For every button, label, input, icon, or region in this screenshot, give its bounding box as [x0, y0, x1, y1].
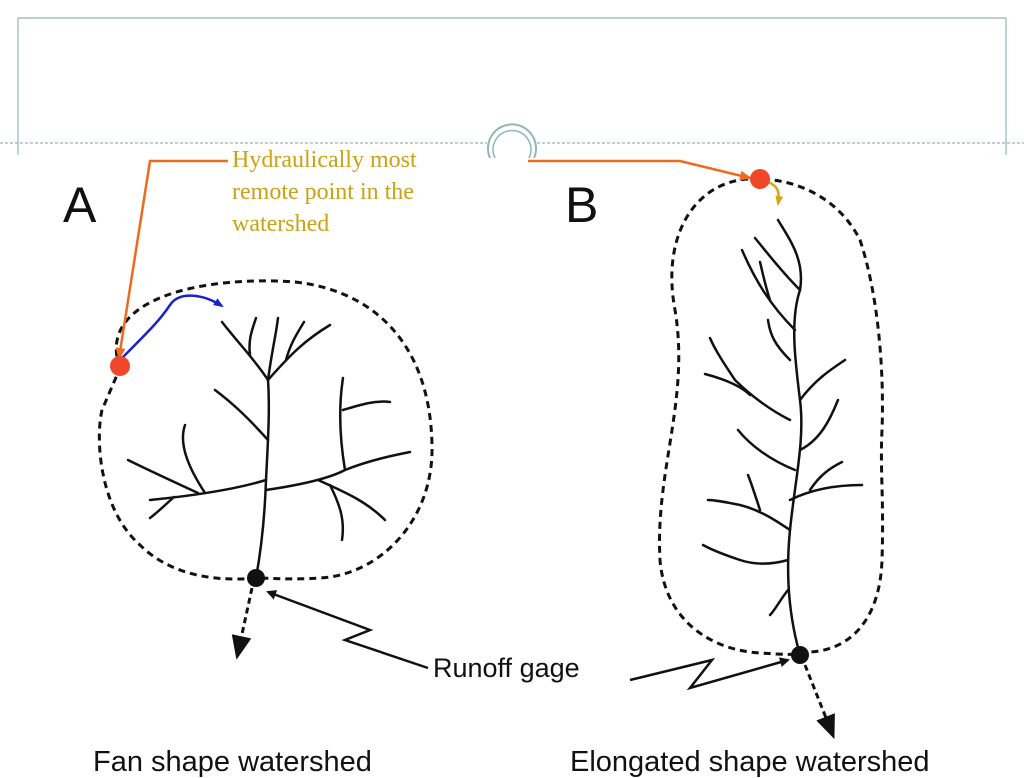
- panel-a-label: A: [63, 177, 97, 233]
- runoff-gage-point-b: [791, 646, 809, 664]
- drainage-network-b: [701, 218, 864, 657]
- runoff-gage-label: Runoff gage: [433, 653, 580, 683]
- remote-point-a: [110, 356, 130, 376]
- annotation-line-1: Hydraulically most: [232, 147, 417, 173]
- runoff-gage-point-a: [247, 569, 265, 587]
- outflow-arrow-a: [231, 587, 254, 660]
- remote-point-b: [750, 169, 770, 189]
- leader-line-b: [528, 159, 752, 181]
- drainage-network-a: [126, 316, 412, 580]
- annotation-line-2: remote point in the: [232, 179, 414, 205]
- watershed-b-boundary: [658, 177, 885, 656]
- caption-elongated-shape: Elongated shape watershed: [570, 746, 930, 778]
- panel-b-label: B: [565, 177, 599, 233]
- gage-pointer-b: [629, 657, 790, 691]
- watershed-a-boundary: [97, 279, 434, 581]
- flow-arrow-a: [119, 294, 224, 361]
- outflow-arrow-b: [803, 664, 835, 740]
- flow-arrow-b: [767, 180, 784, 206]
- caption-fan-shape: Fan shape watershed: [93, 746, 372, 778]
- remote-point-annotation: Hydraulically most remote point in the w…: [232, 144, 472, 240]
- gage-pointer-a: [266, 590, 429, 670]
- leader-line-a: [115, 159, 228, 360]
- annotation-line-3: watershed: [232, 211, 330, 237]
- slide-frame: [0, 17, 1024, 159]
